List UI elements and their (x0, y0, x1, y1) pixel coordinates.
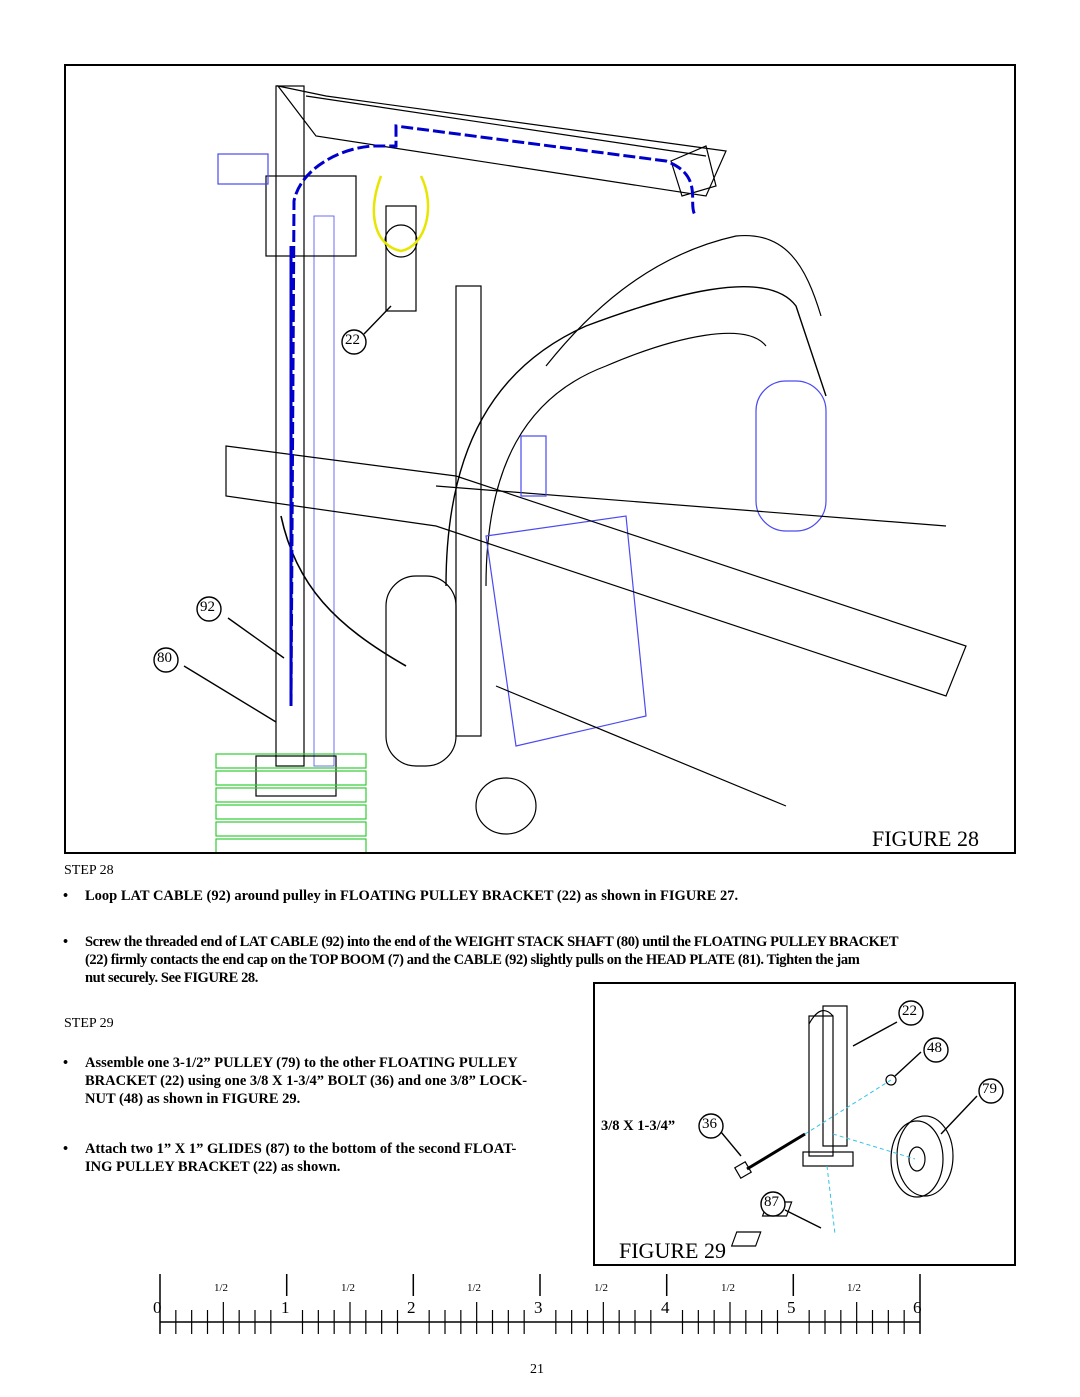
bolt (746, 1132, 806, 1171)
floating-pulley-bracket (385, 205, 417, 312)
callout-circle-87 (760, 1191, 786, 1217)
ruler-half-label: 1/2 (847, 1282, 862, 1294)
figure-28-label: FIGURE 28 (872, 826, 979, 851)
bullet-icon: • (63, 1141, 69, 1157)
lat-cable (289, 124, 698, 707)
figure-28-panel: 22 92 80 FIGURE 28 (64, 64, 1016, 854)
step-29-bullet-2-line-1: Attach two 1” X 1” GLIDES (87) to the bo… (85, 1141, 517, 1157)
figure-29-panel: 22 48 79 36 87 3/8 X 1-3/4” FIGURE 29 (593, 982, 1016, 1266)
weight-stack-base (255, 755, 337, 797)
bullet-icon: • (63, 888, 69, 904)
glide (730, 1231, 762, 1247)
bracket-plate-front (808, 1015, 834, 1157)
callout-label-87: 87 (764, 1194, 779, 1210)
bullet-icon: • (63, 934, 68, 950)
step-28-bullet-2: • Screw the threaded end of LAT CABLE (9… (63, 933, 1080, 987)
ruler-number: 2 (407, 1298, 416, 1317)
figure-29-label: FIGURE 29 (619, 1238, 726, 1263)
bracket-base (802, 1151, 854, 1167)
ruler-number: 3 (534, 1298, 543, 1317)
weight-stack-plates (215, 753, 367, 852)
ruler-number: 6 (913, 1298, 922, 1317)
locknut (885, 1074, 897, 1086)
callout-circle-92 (196, 596, 222, 622)
ruler-half-label: 1/2 (214, 1282, 229, 1294)
callout-label-79: 79 (982, 1081, 997, 1097)
callout-circle-79 (978, 1078, 1004, 1104)
callout-circle-36 (698, 1113, 724, 1139)
ruler-number: 0 (153, 1298, 162, 1317)
bolt-size-label: 3/8 X 1-3/4” (601, 1118, 676, 1134)
bullet-icon: • (63, 1055, 69, 1071)
step-28-bullet-1-text: Loop LAT CABLE (92) around pulley in FLO… (85, 888, 739, 904)
callout-label-92: 92 (200, 599, 215, 615)
step-29-bullet-2-line-2: ING PULLEY BRACKET (22) as shown. (85, 1159, 341, 1175)
callout-label-48: 48 (927, 1040, 942, 1056)
step-28-bullet-2-line-3: nut securely. See FIGURE 28. (85, 970, 259, 986)
gym-assembly-illustration (153, 85, 967, 852)
ruler-number: 5 (787, 1298, 796, 1317)
ruler-number: 4 (661, 1298, 670, 1317)
pulley-bracket-exploded-illustration (698, 1000, 1004, 1247)
vertical-post (275, 85, 305, 767)
page-number: 21 (530, 1362, 544, 1377)
callout-circle-48 (923, 1037, 949, 1063)
callout-circle-22 (898, 1000, 924, 1026)
ruler-ticks (159, 1274, 921, 1334)
ruler-half-label: 1/2 (594, 1282, 609, 1294)
step-28-heading: STEP 28 (64, 863, 114, 878)
callout-label-36: 36 (702, 1116, 717, 1132)
step-29-bullet-1: • Assemble one 3-1/2” PULLEY (79) to the… (63, 1054, 595, 1108)
ruler-number: 1 (281, 1298, 290, 1317)
step-29-bullet-1-line-2: BRACKET (22) using one 3/8 X 1-3/4” BOLT… (85, 1073, 528, 1089)
step-28-bullet-2-line-1: Screw the threaded end of LAT CABLE (92)… (85, 934, 899, 950)
callout-label-22: 22 (902, 1003, 917, 1019)
top-boom (276, 85, 727, 197)
step-29-bullet-1-line-1: Assemble one 3-1/2” PULLEY (79) to the o… (85, 1055, 518, 1071)
step-29-bullet-2: • Attach two 1” X 1” GLIDES (87) to the … (63, 1140, 595, 1176)
step-28-bullet-1: • Loop LAT CABLE (92) around pulley in F… (63, 887, 1045, 905)
step-29-bullet-1-line-3: NUT (48) as shown in FIGURE 29. (85, 1091, 301, 1107)
callout-label-80: 80 (157, 650, 172, 666)
ruler-half-label: 1/2 (721, 1282, 736, 1294)
callout-circle-80 (153, 647, 179, 673)
ruler-half-label: 1/2 (467, 1282, 482, 1294)
pulley-loop (372, 175, 430, 253)
step-29-heading: STEP 29 (64, 1016, 114, 1031)
pulley (896, 1115, 954, 1197)
callout-label-22: 22 (345, 332, 360, 348)
ruler-half-label: 1/2 (341, 1282, 356, 1294)
step-28-bullet-2-line-2: (22) firmly contacts the end cap on the … (85, 952, 860, 968)
head-plate (670, 145, 717, 197)
inch-ruler: 0 1 2 3 4 5 6 1/2 1/2 1/2 1/2 1/2 1/2 (150, 1268, 930, 1338)
callout-circle-22 (341, 329, 367, 355)
